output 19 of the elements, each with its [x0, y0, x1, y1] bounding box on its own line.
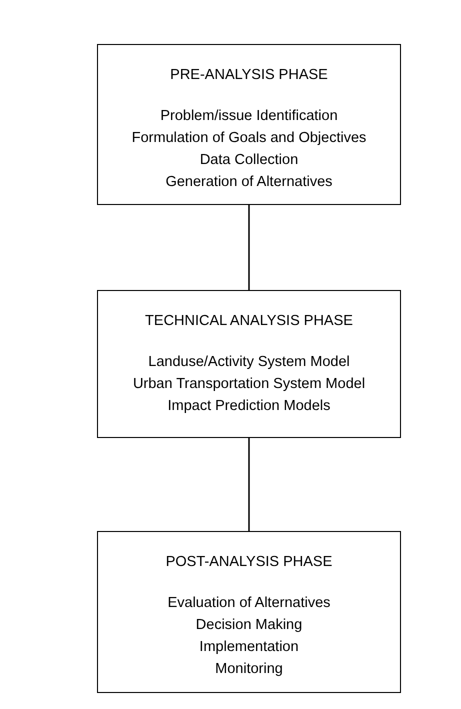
- activity-text: Impact Prediction Models: [166, 397, 332, 416]
- activity-text: Generation of Alternatives: [164, 173, 334, 192]
- phase-heading: PRE-ANALYSIS PHASE: [169, 66, 329, 85]
- phase-heading: POST-ANALYSIS PHASE: [164, 553, 334, 572]
- activity-text: Decision Making: [194, 616, 304, 635]
- activity-text: Monitoring: [214, 660, 284, 679]
- activity-text: Problem/issue Identification: [159, 107, 339, 126]
- phase-heading: TECHNICAL ANALYSIS PHASE: [144, 312, 354, 331]
- connector-line: [248, 438, 250, 531]
- phase-box: [97, 290, 401, 438]
- connector-line: [248, 205, 250, 290]
- activity-text: Urban Transportation System Model: [132, 375, 366, 394]
- phase-box: [97, 44, 401, 205]
- activity-text: Data Collection: [198, 151, 300, 170]
- activity-text: Implementation: [198, 638, 300, 657]
- activity-text: Landuse/Activity System Model: [147, 353, 351, 372]
- activity-text: Evaluation of Alternatives: [166, 594, 332, 613]
- phase-box: [97, 531, 401, 693]
- activity-text: Formulation of Goals and Objectives: [130, 129, 368, 148]
